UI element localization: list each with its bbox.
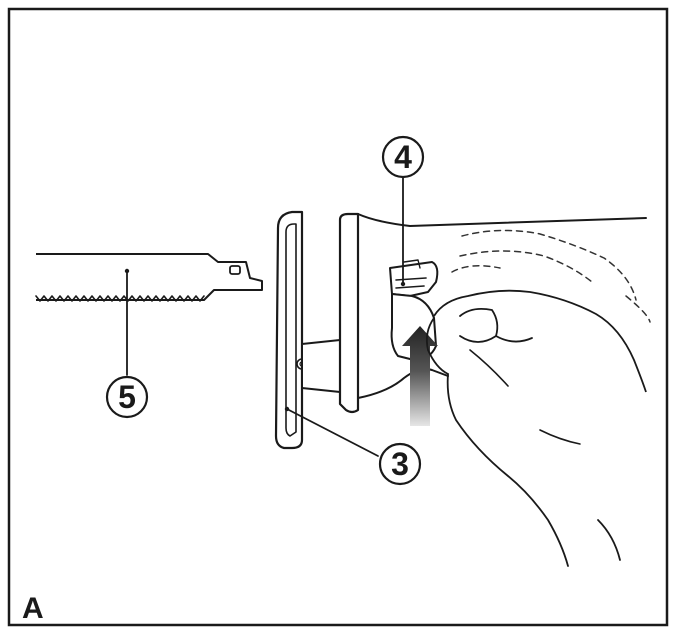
blade-clamp-shoe (274, 210, 308, 450)
callout-3-leader (284, 406, 379, 457)
callout-saw-blade-label: 5 (118, 379, 136, 415)
callout-4-leader (400, 177, 406, 287)
hand (425, 289, 647, 567)
callout-blade-clamp-label: 3 (391, 446, 409, 482)
blade-teeth (35, 295, 205, 302)
callout-5-leader (124, 268, 130, 376)
callout-blade-clamp: 3 (378, 442, 422, 486)
saw-blade (35, 253, 263, 302)
shoe-arm (301, 339, 341, 393)
callout-lever-release: 4 (381, 135, 425, 179)
panel-letter: A (22, 592, 44, 625)
saw-body (338, 212, 647, 414)
callout-saw-blade: 5 (105, 375, 149, 419)
callout-lever-release-label: 4 (394, 139, 412, 175)
hand-start-position (451, 229, 651, 323)
